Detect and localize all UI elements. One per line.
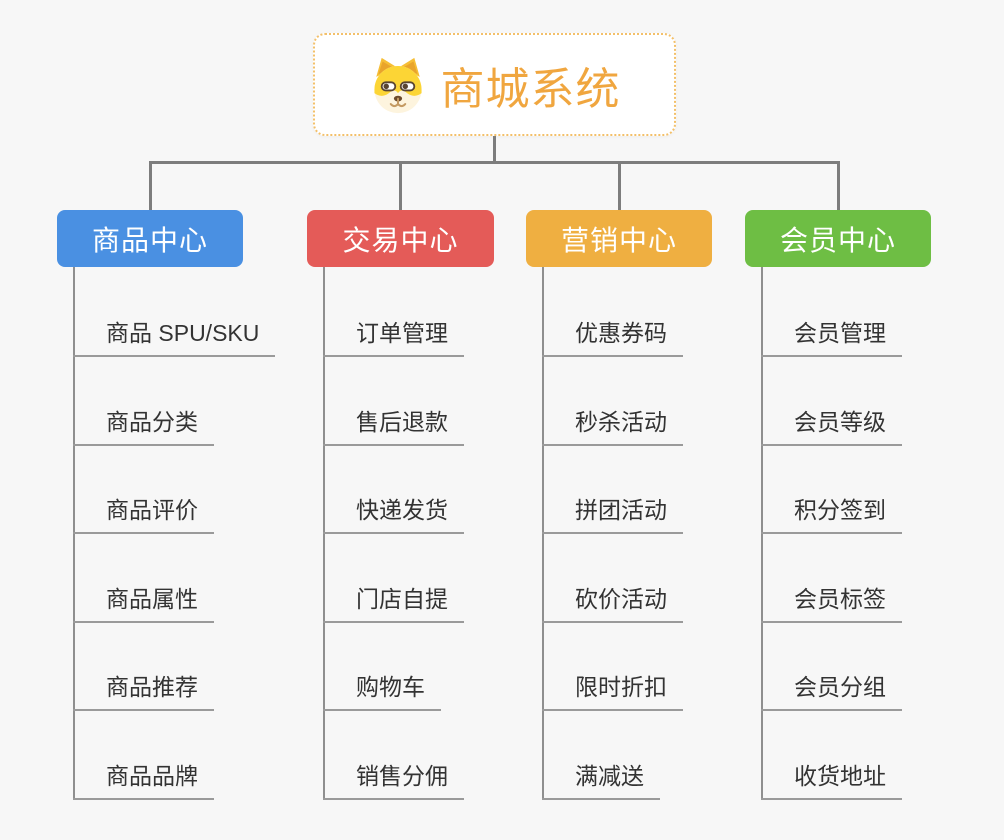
root-stem-connector <box>493 136 496 163</box>
leaf-node-label: 购物车 <box>323 672 441 711</box>
branch-node-3[interactable]: 营销中心 <box>526 210 712 267</box>
leaf-node[interactable]: 商品评价 <box>73 495 214 534</box>
leaf-node[interactable]: 会员分组 <box>761 672 902 711</box>
leaf-node-label: 商品属性 <box>73 584 214 623</box>
leaf-node[interactable]: 会员标签 <box>761 584 902 623</box>
leaf-node-label: 快递发货 <box>323 495 464 534</box>
leaf-node-label: 砍价活动 <box>542 584 683 623</box>
branch-node-4[interactable]: 会员中心 <box>745 210 931 267</box>
leaf-node[interactable]: 会员等级 <box>761 407 902 446</box>
branch-node-1[interactable]: 商品中心 <box>57 210 243 267</box>
leaf-node-label: 积分签到 <box>761 495 902 534</box>
leaf-node-label: 满减送 <box>542 761 660 800</box>
leaf-node[interactable]: 限时折扣 <box>542 672 683 711</box>
leaf-node[interactable]: 门店自提 <box>323 584 464 623</box>
leaf-node[interactable]: 砍价活动 <box>542 584 683 623</box>
leaf-node[interactable]: 销售分佣 <box>323 761 464 800</box>
leaf-node[interactable]: 快递发货 <box>323 495 464 534</box>
leaf-node[interactable]: 商品分类 <box>73 407 214 446</box>
leaf-node[interactable]: 售后退款 <box>323 407 464 446</box>
leaf-node[interactable]: 商品属性 <box>73 584 214 623</box>
leaf-node[interactable]: 满减送 <box>542 761 660 800</box>
leaf-node-label: 会员分组 <box>761 672 902 711</box>
branch-node-2[interactable]: 交易中心 <box>307 210 494 267</box>
leaf-node-label: 拼团活动 <box>542 495 683 534</box>
leaf-node[interactable]: 秒杀活动 <box>542 407 683 446</box>
leaf-node[interactable]: 购物车 <box>323 672 441 711</box>
leaf-node[interactable]: 商品品牌 <box>73 761 214 800</box>
leaf-node-label: 商品 SPU/SKU <box>73 318 276 357</box>
leaf-node-label: 销售分佣 <box>323 761 464 800</box>
leaf-node[interactable]: 商品 SPU/SKU <box>73 318 276 357</box>
leaf-node-label: 收货地址 <box>761 761 902 800</box>
branch-drop-connector <box>837 161 840 210</box>
branch-drop-connector <box>399 161 402 210</box>
leaf-node[interactable]: 拼团活动 <box>542 495 683 534</box>
leaf-node[interactable]: 优惠券码 <box>542 318 683 357</box>
leaf-node-label: 优惠券码 <box>542 318 683 357</box>
branch-drop-connector <box>618 161 621 210</box>
leaf-node-label: 会员标签 <box>761 584 902 623</box>
leaf-node-label: 售后退款 <box>323 407 464 446</box>
root-topic-node[interactable]: 商城系统 <box>313 33 676 136</box>
leaf-node-label: 商品品牌 <box>73 761 214 800</box>
leaf-node[interactable]: 积分签到 <box>761 495 902 534</box>
leaf-node-label: 商品评价 <box>73 495 214 534</box>
branch-bus-connector <box>149 161 839 164</box>
shiba-dog-icon <box>373 57 422 113</box>
leaf-node-label: 会员管理 <box>761 318 902 357</box>
leaf-node-label: 门店自提 <box>323 584 464 623</box>
leaf-node[interactable]: 收货地址 <box>761 761 902 800</box>
leaf-node-label: 订单管理 <box>323 318 464 357</box>
leaf-node-label: 秒杀活动 <box>542 407 683 446</box>
leaf-node[interactable]: 订单管理 <box>323 318 464 357</box>
leaf-node-label: 限时折扣 <box>542 672 683 711</box>
leaf-node-label: 会员等级 <box>761 407 902 446</box>
root-topic-title: 商城系统 <box>440 64 621 114</box>
leaf-node-label: 商品分类 <box>73 407 214 446</box>
branch-drop-connector <box>149 161 152 210</box>
leaf-node[interactable]: 商品推荐 <box>73 672 214 711</box>
leaf-node-label: 商品推荐 <box>73 672 214 711</box>
leaf-node[interactable]: 会员管理 <box>761 318 902 357</box>
